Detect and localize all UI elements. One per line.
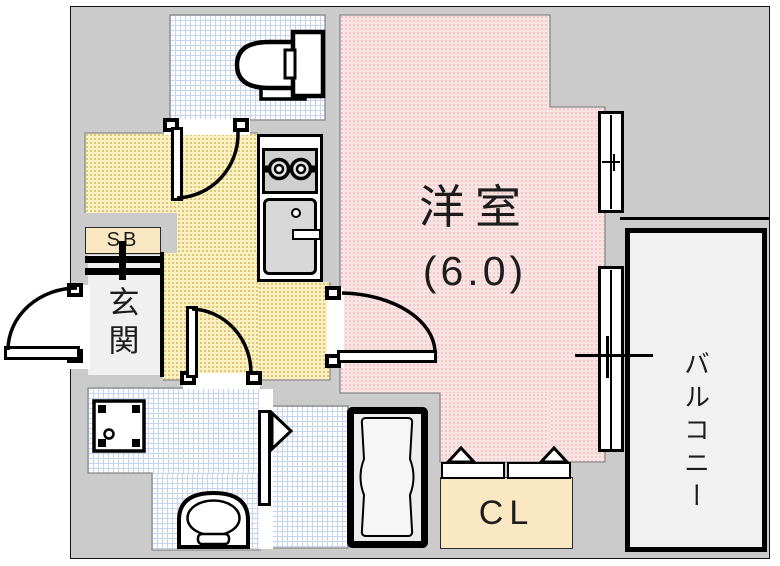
bathtub-icon: [347, 407, 428, 548]
sink-drain: [291, 208, 301, 218]
window-center-mark-h: [575, 354, 653, 357]
washbasin-icon: [177, 490, 250, 549]
door-swing-western-room: [341, 291, 437, 352]
balcony-name: バルコニー: [672, 325, 720, 540]
bathroom-door-panel: [258, 410, 271, 506]
closet: CL: [440, 477, 573, 549]
washroom-door-opening: [183, 373, 260, 389]
western-room-name-text: 洋室: [419, 181, 531, 233]
toilet-door-opening: [164, 119, 250, 135]
western-room-floor-east: [550, 107, 605, 462]
stove-burners-icon: [265, 157, 315, 181]
toilet-door-hinge-right: [233, 118, 249, 132]
kitchen-hall-floor-mid: [177, 213, 258, 253]
western-room-floor: [340, 15, 550, 393]
window-center-mark-v: [606, 336, 609, 378]
entrance-step-divider: [119, 241, 126, 280]
entrance-hall-wall-line: [160, 252, 164, 377]
western-room-size-text: (6.0): [422, 247, 528, 294]
western-room-name: 洋室: [350, 172, 600, 236]
western-room-size: (6.0): [350, 242, 600, 300]
balcony-top-wall-line: [620, 217, 770, 220]
closet-door-panel-left: [441, 462, 505, 479]
toilet-door-leaf: [171, 127, 183, 201]
balcony-sliding-door-icon: [598, 266, 624, 452]
kitchen-hall-floor-front: [258, 282, 330, 380]
entrance-name-text: 玄関: [103, 286, 139, 362]
entrance-name: 玄関: [90, 276, 152, 372]
western-room-door-leaf: [337, 350, 437, 363]
door-swing-toilet: [176, 131, 240, 200]
closet-door-panel-right: [507, 462, 571, 479]
toilet-icon: [234, 29, 326, 101]
balcony-area: [625, 228, 767, 552]
folding-door-closet: [444, 445, 571, 464]
bathroom-floor: [272, 406, 348, 548]
folding-door-bathroom: [270, 409, 294, 453]
entrance-door-leaf: [4, 346, 80, 360]
washer-pan-icon: [92, 399, 146, 453]
shoe-box-label: SB: [106, 229, 140, 251]
sink-faucet: [292, 229, 321, 240]
door-swing-washroom: [191, 307, 253, 374]
balcony-name-text: バルコニー: [680, 350, 711, 515]
western-room-door-hinge-top: [325, 286, 341, 300]
door-swing-entrance: [6, 286, 78, 351]
closet-label: CL: [478, 493, 535, 532]
washroom-door-leaf: [186, 306, 198, 378]
sliding-window-icon: [598, 111, 624, 213]
washroom-door-hinge-right: [246, 371, 262, 385]
kitchen-hall-floor-low: [163, 253, 258, 380]
western-room-door-opening: [327, 288, 344, 368]
